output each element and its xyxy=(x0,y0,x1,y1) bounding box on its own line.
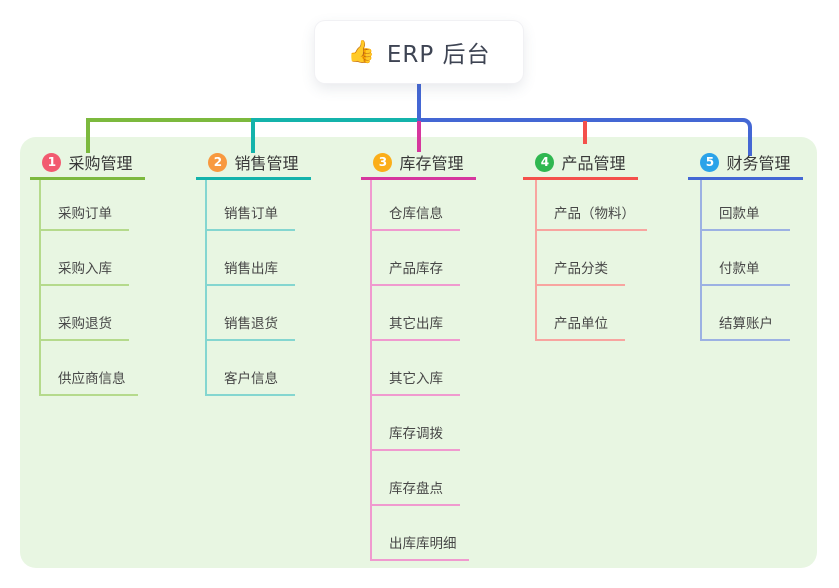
branches-panel xyxy=(20,137,817,568)
child-label: 供应商信息 xyxy=(58,371,126,387)
branch-header-procurement[interactable]: 1 采购管理 xyxy=(30,147,145,180)
child-label: 仓库信息 xyxy=(389,206,443,222)
child-label: 付款单 xyxy=(719,261,760,277)
branch-label: 销售管理 xyxy=(234,154,299,173)
child-node[interactable]: 客户信息 xyxy=(207,341,295,396)
child-node[interactable]: 出库库明细 xyxy=(372,506,469,561)
child-node[interactable]: 销售退货 xyxy=(207,286,295,341)
branch-label: 库存管理 xyxy=(399,154,464,173)
child-node[interactable]: 供应商信息 xyxy=(41,341,138,396)
branch-badge-5: 5 xyxy=(700,152,720,172)
child-node[interactable]: 产品单位 xyxy=(537,286,625,341)
child-label: 回款单 xyxy=(719,206,760,222)
child-node[interactable]: 回款单 xyxy=(702,180,790,231)
child-label: 采购退货 xyxy=(58,316,112,332)
branch-header-finance[interactable]: 5 财务管理 xyxy=(688,147,803,180)
branch-header-inventory[interactable]: 3 库存管理 xyxy=(361,147,476,180)
child-node[interactable]: 销售出库 xyxy=(207,231,295,286)
child-node[interactable]: 产品（物料） xyxy=(537,180,647,231)
child-label: 采购入库 xyxy=(58,261,112,277)
child-node[interactable]: 采购订单 xyxy=(41,180,129,231)
child-node[interactable]: 仓库信息 xyxy=(372,180,460,231)
branch-header-product[interactable]: 4 产品管理 xyxy=(523,147,638,180)
connector-drop-procurement xyxy=(86,118,90,153)
connector-drop-product xyxy=(583,121,587,144)
branch-badge-2: 2 xyxy=(208,152,228,172)
connector-horizontal-procurement xyxy=(86,118,255,122)
branch-badge-4: 4 xyxy=(535,152,555,172)
branch-children-procurement: 采购订单 采购入库 采购退货 供应商信息 xyxy=(39,180,138,396)
child-label: 产品（物料） xyxy=(554,206,635,222)
connector-drop-inventory xyxy=(417,121,421,152)
connector-root-vertical xyxy=(417,83,421,120)
child-node[interactable]: 采购退货 xyxy=(41,286,129,341)
child-label: 库存盘点 xyxy=(389,481,443,497)
child-label: 客户信息 xyxy=(224,371,278,387)
child-node[interactable]: 采购入库 xyxy=(41,231,129,286)
child-label: 产品单位 xyxy=(554,316,608,332)
connector-horizontal-sales xyxy=(251,118,421,122)
branch-children-product: 产品（物料） 产品分类 产品单位 xyxy=(535,180,647,341)
child-label: 采购订单 xyxy=(58,206,112,222)
branch-header-sales[interactable]: 2 销售管理 xyxy=(196,147,311,180)
child-node[interactable]: 产品库存 xyxy=(372,231,460,286)
root-label: ERP 后台 xyxy=(386,42,491,68)
connector-drop-sales xyxy=(251,118,255,153)
thumbs-up-icon: 👍 xyxy=(347,39,376,65)
branch-label: 产品管理 xyxy=(561,154,626,173)
child-label: 销售退货 xyxy=(224,316,278,332)
root-node-erp[interactable]: 👍 ERP 后台 xyxy=(315,21,523,83)
child-node[interactable]: 库存盘点 xyxy=(372,451,460,506)
child-node[interactable]: 结算账户 xyxy=(702,286,790,341)
child-label: 结算账户 xyxy=(719,316,773,332)
branch-label: 财务管理 xyxy=(726,154,791,173)
branch-label: 采购管理 xyxy=(68,154,133,173)
branch-children-finance: 回款单 付款单 结算账户 xyxy=(700,180,790,341)
child-label: 其它入库 xyxy=(389,371,443,387)
child-node[interactable]: 其它入库 xyxy=(372,341,460,396)
child-node[interactable]: 销售订单 xyxy=(207,180,295,231)
child-node[interactable]: 其它出库 xyxy=(372,286,460,341)
child-label: 产品库存 xyxy=(389,261,443,277)
child-node[interactable]: 付款单 xyxy=(702,231,790,286)
child-label: 其它出库 xyxy=(389,316,443,332)
child-label: 销售订单 xyxy=(224,206,278,222)
branch-badge-1: 1 xyxy=(42,152,62,172)
child-label: 销售出库 xyxy=(224,261,278,277)
child-label: 产品分类 xyxy=(554,261,608,277)
child-node[interactable]: 产品分类 xyxy=(537,231,625,286)
child-node[interactable]: 库存调拨 xyxy=(372,396,460,451)
branch-children-sales: 销售订单 销售出库 销售退货 客户信息 xyxy=(205,180,295,396)
child-label: 出库库明细 xyxy=(389,536,457,552)
branch-children-inventory: 仓库信息 产品库存 其它出库 其它入库 库存调拨 库存盘点 出库库明细 xyxy=(370,180,469,561)
connector-horizontal-finance xyxy=(417,118,752,156)
branch-badge-3: 3 xyxy=(373,152,393,172)
child-label: 库存调拨 xyxy=(389,426,443,442)
